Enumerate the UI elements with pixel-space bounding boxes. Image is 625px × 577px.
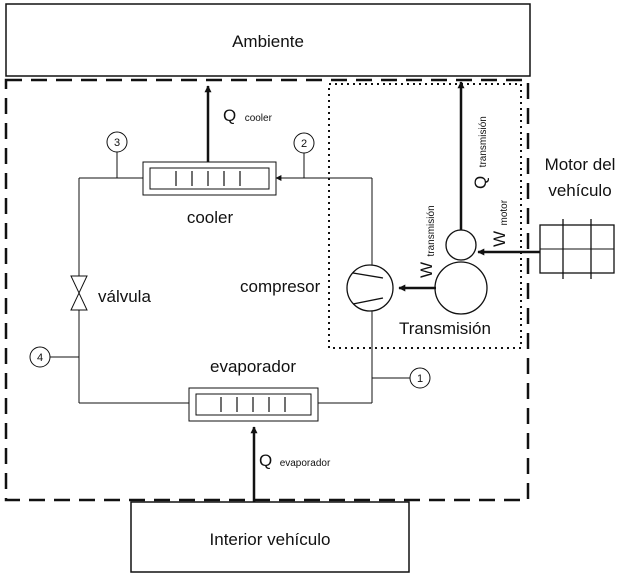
transmission-gears: Transmisión xyxy=(399,229,491,338)
q-evaporator-label: Q evaporador xyxy=(259,451,331,470)
state-point-3: 3 xyxy=(106,131,128,153)
motor-label-line2: vehículo xyxy=(548,181,611,200)
w-motor-label: W motor xyxy=(490,199,510,247)
w-transmission-label: W transmisión xyxy=(417,205,437,278)
svg-text:4: 4 xyxy=(37,352,43,364)
motor-label-line1: Motor del xyxy=(545,155,616,174)
flow-arrows xyxy=(204,81,540,502)
cooler-label: cooler xyxy=(187,208,234,227)
transmission-boundary xyxy=(328,83,522,349)
compressor: compresor xyxy=(240,264,394,312)
cooler-exchanger: cooler xyxy=(142,161,277,227)
q-transmission-label: Q transmisión xyxy=(471,116,490,189)
state-point-2: 2 xyxy=(293,132,315,154)
system-boundary xyxy=(4,78,530,502)
state-point-1: 1 xyxy=(409,367,431,389)
ambient-box: Ambiente xyxy=(5,3,531,77)
transmission-label: Transmisión xyxy=(399,319,491,338)
expansion-valve: válvula xyxy=(70,275,151,311)
evaporator-exchanger: evaporador xyxy=(188,357,319,422)
ambient-label: Ambiente xyxy=(232,32,304,51)
vehicle-motor: Motor del vehículo xyxy=(539,155,616,279)
interior-box: Interior vehículo xyxy=(130,501,410,573)
evaporator-label: evaporador xyxy=(210,357,296,376)
svg-text:3: 3 xyxy=(114,137,120,149)
svg-text:1: 1 xyxy=(417,373,423,385)
q-cooler-label: Q cooler xyxy=(223,106,273,125)
svg-text:2: 2 xyxy=(301,138,307,150)
valve-label: válvula xyxy=(98,287,151,306)
interior-label: Interior vehículo xyxy=(210,530,331,549)
compressor-label: compresor xyxy=(240,277,321,296)
state-point-4: 4 xyxy=(29,346,51,368)
